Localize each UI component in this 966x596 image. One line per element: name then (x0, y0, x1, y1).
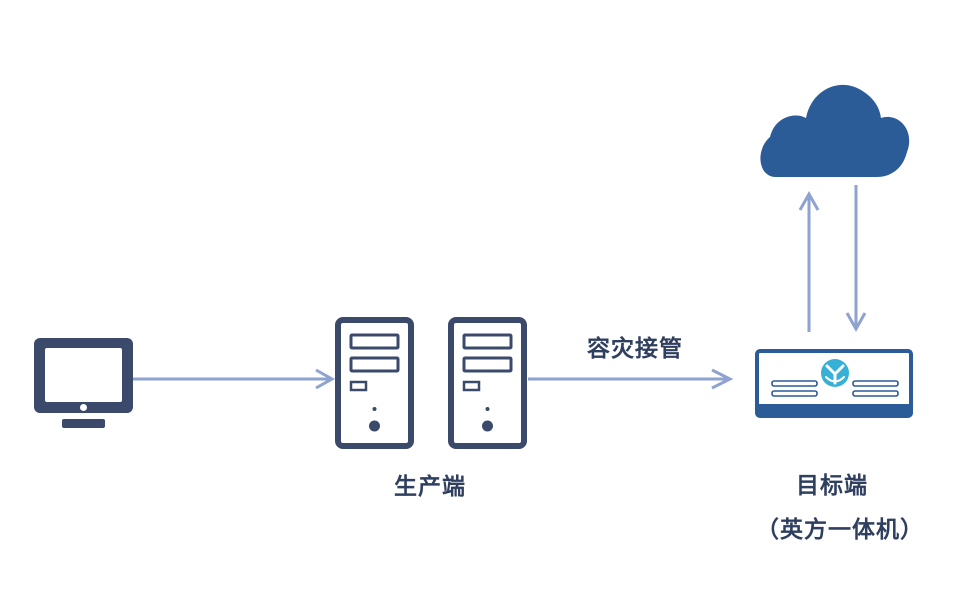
brand-logo-icon (821, 359, 849, 387)
arrow-cloud-to-target (845, 185, 867, 333)
arrow-client-to-producer (133, 368, 336, 390)
arrow-target-to-cloud (798, 190, 820, 332)
target-label: 目标端 (796, 473, 868, 499)
link-label: 容灾接管 (587, 336, 683, 362)
appliance-icon (755, 349, 913, 418)
monitor-icon (34, 338, 133, 428)
cloud-icon (760, 84, 910, 177)
target-sublabel: （英方一体机） (756, 517, 924, 543)
server-tower-icon-left (335, 317, 414, 449)
arrow-producer-to-target (528, 368, 734, 390)
server-tower-icon-right (448, 317, 527, 449)
producer-label: 生产端 (394, 474, 466, 500)
